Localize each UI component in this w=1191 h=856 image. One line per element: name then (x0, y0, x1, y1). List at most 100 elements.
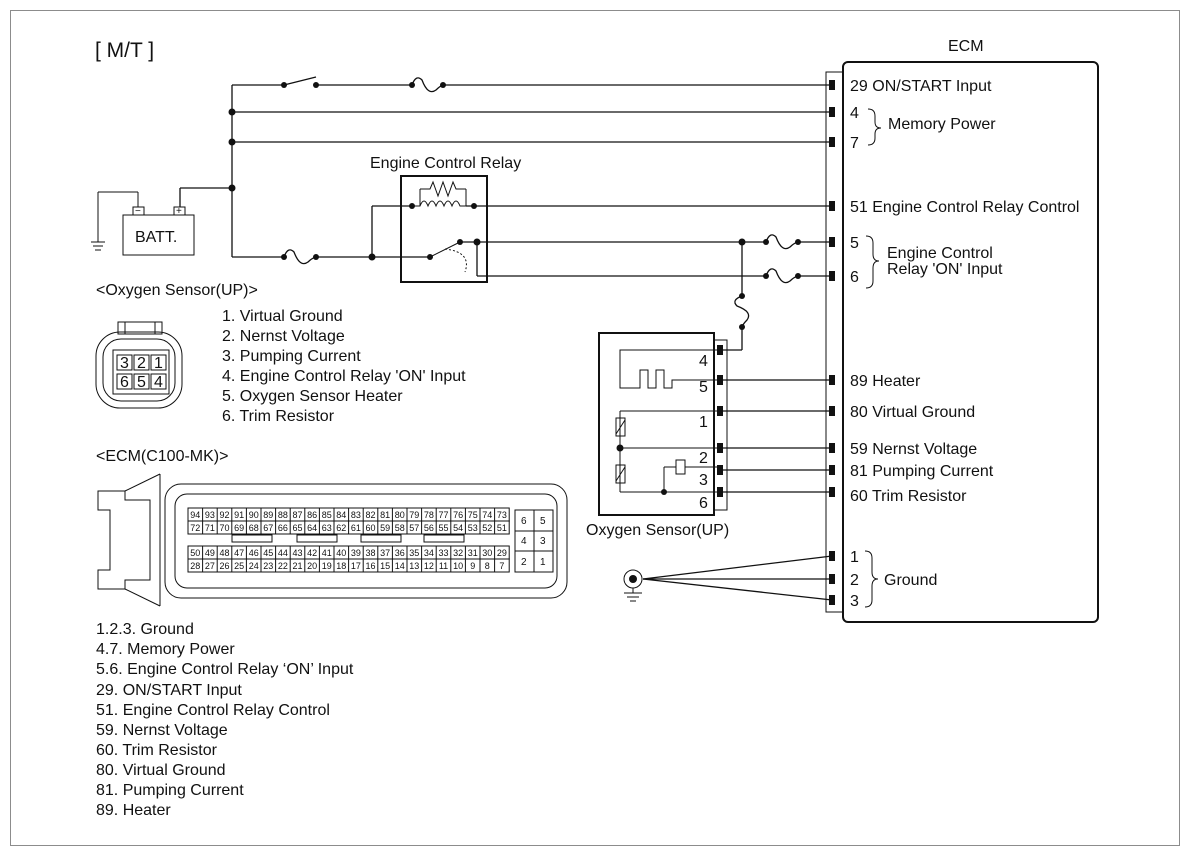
ecm-connector-pin-cell: 27 (205, 561, 215, 571)
ecm-connector-pin-cell: 70 (219, 523, 229, 533)
ecm-pin-6-label: 6 (850, 269, 859, 286)
ecm-connector-pin-cell: 7 (499, 561, 504, 571)
relay-on-label-2: Relay 'ON' Input (887, 261, 1003, 278)
ecm-connector-pin-cell: 17 (351, 561, 361, 571)
ecm-connector-pin-cell: 67 (263, 523, 273, 533)
ecm-pin-81-label: 81 Pumping Current (850, 463, 994, 480)
o2-connector-legend: 1. Virtual Ground 2. Nernst Voltage 3. P… (222, 308, 466, 425)
ecm-pin-51-label: 51 Engine Control Relay Control (850, 199, 1079, 216)
oxygen-sensor: Oxygen Sensor(UP) 4 5 1 2 3 6 (586, 332, 729, 539)
ecm-connector-pin-cell: 85 (322, 510, 332, 520)
ecm-connector-pin-cell: 92 (219, 510, 229, 520)
o2-pin-4: 4 (699, 353, 708, 370)
ecm-connector-legend: 1.2.3. Ground 4.7. Memory Power 5.6. Eng… (96, 621, 354, 819)
ecm-connector-pin-cell: 15 (380, 561, 390, 571)
o2-conn-cell-5: 5 (137, 374, 146, 391)
o2-legend-item: 6. Trim Resistor (222, 408, 335, 425)
pump-cell-icon (615, 464, 626, 484)
relay-resistor-icon (420, 180, 466, 198)
ecm-connector-pin-cell: 14 (395, 561, 405, 571)
ecm-connector-pin-cell: 66 (278, 523, 288, 533)
ecm-legend-item: 81. Pumping Current (96, 782, 244, 799)
o2-connector-latch (117, 321, 163, 335)
o2-to-ecm-wiring (720, 379, 832, 493)
o2-pin-3: 3 (699, 472, 708, 489)
ecm-connector-pin-cell: 40 (336, 548, 346, 558)
ecm-connector-pin-cell: 8 (485, 561, 490, 571)
ecm-connector-pin-cell: 29 (497, 548, 507, 558)
ecm-connector-strip (825, 71, 844, 613)
ecm-connector-pin-cell: 93 (205, 510, 215, 520)
ecm-legend-item: 5.6. Engine Control Relay ‘ON’ Input (96, 661, 354, 678)
ecm-connector-pin-cell: 25 (234, 561, 244, 571)
ecm-small-cell: 3 (540, 536, 546, 547)
memory-power-label: Memory Power (888, 116, 996, 133)
battery-plus: + (176, 206, 182, 217)
o2-pin-6: 6 (699, 495, 708, 512)
o2-pin-terminals (717, 345, 723, 497)
ecm-connector-pin-cell: 10 (453, 561, 463, 571)
o2-legend-item: 2. Nernst Voltage (222, 328, 345, 345)
o2-conn-cell-6: 6 (120, 374, 129, 391)
ecm-connector-pin-cell: 69 (234, 523, 244, 533)
ecm-pin-80-label: 80 Virtual Ground (850, 404, 975, 421)
chassis-ground (623, 555, 833, 602)
o2-legend-item: 4. Engine Control Relay 'ON' Input (222, 368, 466, 385)
ecm-connector-pin-cell: 90 (249, 510, 259, 520)
ecm-connector-pin-cell: 54 (453, 523, 463, 533)
fuse-relay-on-6 (765, 268, 799, 284)
ecm-connector-pin-cell: 62 (336, 523, 346, 533)
ecm-connector-key (423, 534, 465, 543)
ecm-connector-pin-cell: 39 (351, 548, 361, 558)
ecm-connector-pin-cell: 58 (395, 523, 405, 533)
ground-brace (864, 550, 879, 608)
fuse-o2-heater (734, 295, 750, 328)
ground-label: Ground (884, 572, 937, 589)
relay-on-label-1: Engine Control (887, 245, 993, 262)
ecm-connector-pin-cell: 43 (292, 548, 302, 558)
ecm-connector-pin-cell: 31 (468, 548, 478, 558)
ecm-connector-heading: <ECM(C100-MK)> (96, 448, 228, 465)
heater-element-icon (619, 349, 720, 389)
ecm-connector-pin-cell: 36 (395, 548, 405, 558)
ecm-legend-item: 60. Trim Resistor (96, 742, 218, 759)
ecm-connector-pin-cell: 47 (234, 548, 244, 558)
ecm-connector-pin-cell: 41 (322, 548, 332, 558)
engine-control-relay: Engine Control Relay (370, 155, 832, 283)
ecm-connector-pin-cell: 52 (482, 523, 492, 533)
ecm-pin-89-label: 89 Heater (850, 373, 921, 390)
ecm-pin-1-label: 1 (850, 549, 859, 566)
ecm-connector-pin-cell: 83 (351, 510, 361, 520)
ecm-connector-pin-cell: 91 (234, 510, 244, 520)
ecm-connector-pin-cell: 46 (249, 548, 259, 558)
ecm-connector-side (97, 490, 151, 590)
ecm-connector-pin-cell: 24 (249, 561, 259, 571)
ignition-switch-blade (283, 76, 317, 86)
ecm-connector-pin-cell: 73 (497, 510, 507, 520)
ecm-connector-pin-cell: 45 (263, 548, 273, 558)
o2-conn-cell-1: 1 (154, 355, 163, 372)
battery: − + BATT. (91, 191, 195, 256)
ecm-connector-pin-cell: 32 (453, 548, 463, 558)
ecm-connector-pin-cell: 33 (438, 548, 448, 558)
ecm-pin-5-label: 5 (850, 235, 859, 252)
o2-conn-cell-4: 4 (154, 374, 163, 391)
o2-connector-view: <Oxygen Sensor(UP)> 3 2 1 6 5 4 1. Virtu… (95, 282, 466, 425)
ecm-connector-pin-cell: 76 (453, 510, 463, 520)
ecm-connector-key (231, 534, 273, 543)
ecm-connector-pin-cell: 16 (365, 561, 375, 571)
o2-pin-1: 1 (699, 414, 708, 431)
ecm-title: ECM (948, 38, 984, 55)
ecm-connector-pin-cell: 82 (365, 510, 375, 520)
battery-pos-terminal (173, 206, 186, 216)
ecm-connector-pin-cell: 71 (205, 523, 215, 533)
ecm-connector-pin-cell: 11 (439, 561, 448, 571)
relay-coil-icon (412, 200, 466, 208)
ecm-pin-3-label: 3 (850, 593, 859, 610)
ecm-connector-pin-cell: 38 (365, 548, 375, 558)
ecm-connector-pin-cell: 56 (424, 523, 434, 533)
o2-connector-bottom-row: 6 5 4 (116, 373, 167, 391)
battery-body (122, 214, 195, 256)
relay-title: Engine Control Relay (370, 155, 521, 172)
